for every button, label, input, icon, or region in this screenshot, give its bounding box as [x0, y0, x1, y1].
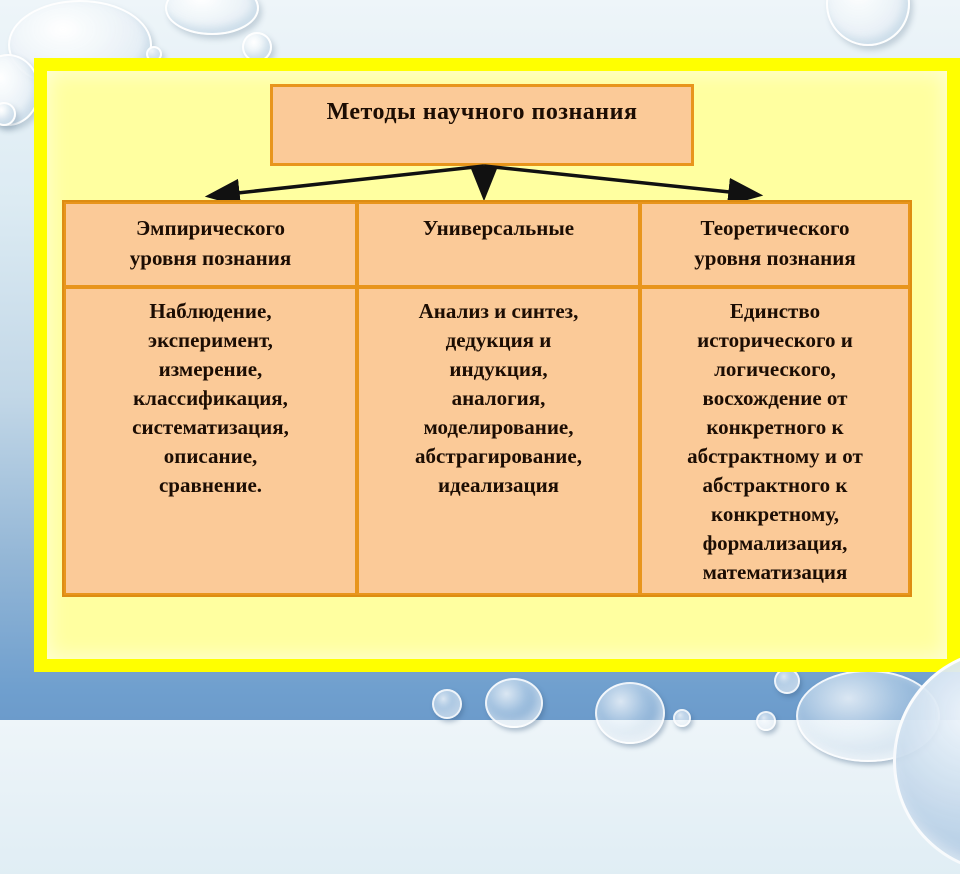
decorative-bubble [485, 678, 543, 728]
decorative-bubble [595, 682, 665, 744]
slide-title: Методы научного познания [326, 99, 638, 125]
title-box: Методы научного познания [270, 84, 694, 166]
header-cell-universal: Универсальные [357, 202, 640, 287]
decorative-bubble [0, 102, 16, 126]
body-cell-universal: Анализ и синтез, дедукция и индукция, ан… [357, 287, 640, 595]
decorative-bubble [673, 709, 691, 727]
header-cell-empirical: Эмпирического уровня познания [64, 202, 357, 287]
decorative-bubble [165, 0, 259, 35]
decorative-bubble [432, 689, 462, 719]
body-cell-empirical: Наблюдение, эксперимент, измерение, клас… [64, 287, 357, 595]
methods-table: Эмпирического уровня познания Универсаль… [62, 200, 912, 597]
decorative-bubble [756, 711, 776, 731]
decorative-bubble [826, 0, 910, 46]
body-cell-theoretical: Единство исторического и логического, во… [640, 287, 910, 595]
header-cell-theoretical: Теоретического уровня познания [640, 202, 910, 287]
